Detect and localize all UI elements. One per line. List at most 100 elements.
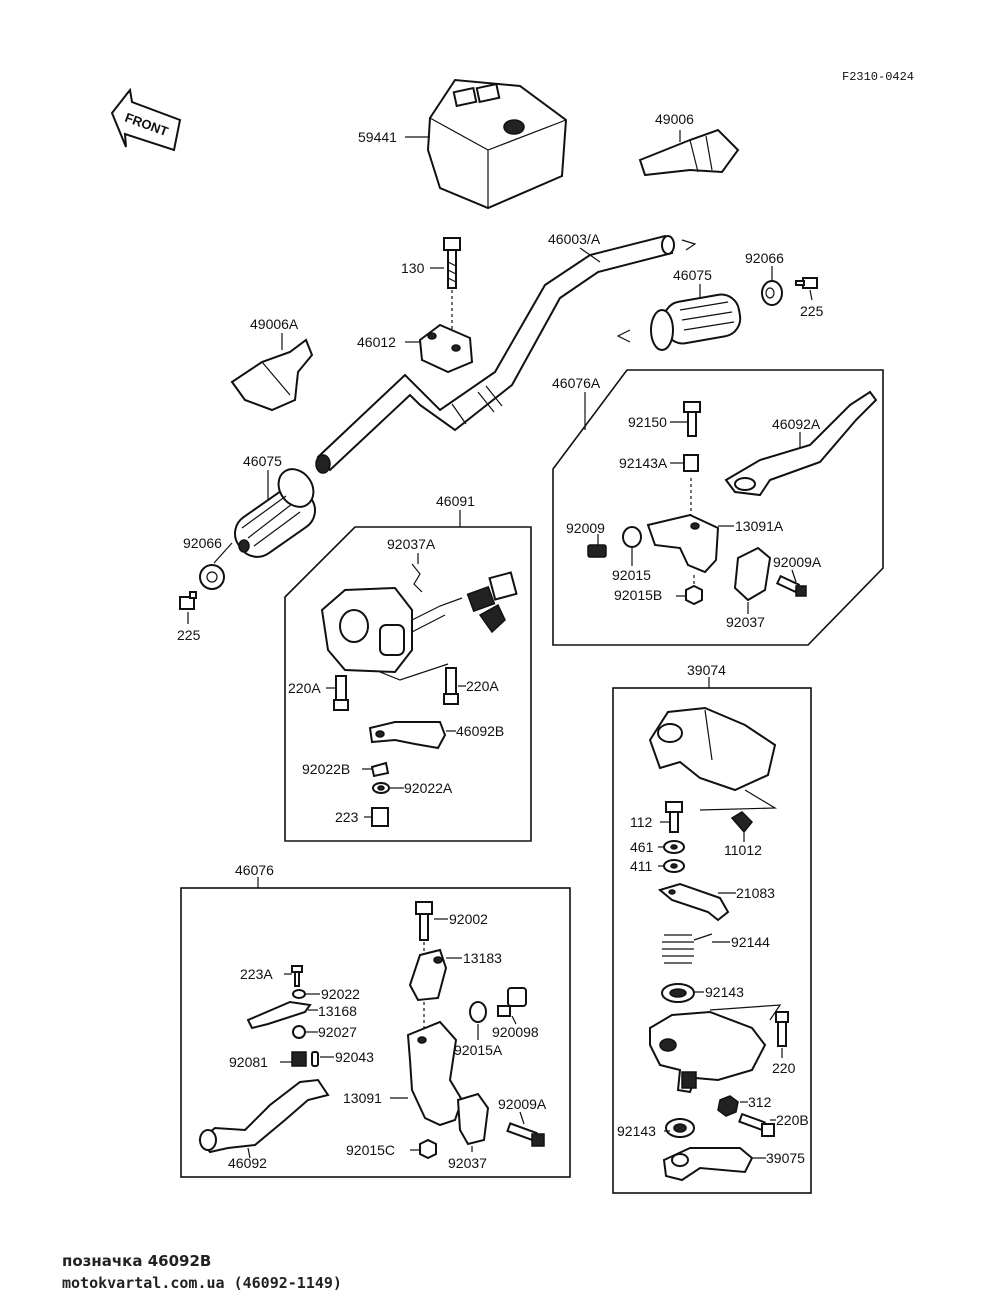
- label-92022A: 92022A: [404, 780, 453, 796]
- label-92022B: 92022B: [302, 761, 350, 777]
- label-112: 112: [630, 814, 653, 830]
- label-39075: 39075: [766, 1150, 805, 1166]
- bolt-92009A-lower: [506, 1122, 545, 1147]
- label-920098: 920098: [492, 1024, 539, 1040]
- label-92027: 92027: [318, 1024, 357, 1040]
- screw-225-right: [795, 277, 818, 289]
- clutch-body-13091: [406, 1020, 464, 1127]
- label-13168: 13168: [318, 1003, 357, 1019]
- label-92009: 92009: [566, 520, 605, 536]
- label-13183: 13183: [463, 950, 502, 966]
- washer-411: [663, 859, 685, 873]
- label-92022: 92022: [321, 986, 360, 1002]
- nut-92015B: [685, 584, 703, 606]
- assembly-box-46091: [284, 526, 532, 842]
- label-223A: 223A: [240, 966, 273, 982]
- grip-46075-right: [650, 293, 742, 351]
- label-46091: 46091: [436, 493, 475, 509]
- nut-312: [717, 1095, 739, 1117]
- label-46092A: 46092A: [772, 416, 821, 432]
- cable-guide-39075: [662, 1147, 754, 1182]
- bolt-92150: [683, 401, 701, 437]
- label-59441: 59441: [358, 129, 397, 145]
- pin-92043: [311, 1051, 319, 1067]
- label-46092B: 46092B: [456, 723, 504, 739]
- pulley-arm-21083: [657, 882, 730, 922]
- label-13091A: 13091A: [735, 518, 784, 534]
- bolt-130: [443, 237, 461, 289]
- clamp-92037: [733, 546, 772, 602]
- label-92037-lower: 92037: [448, 1155, 487, 1171]
- label-130: 130: [401, 260, 425, 276]
- cap-92143A: [683, 454, 699, 472]
- label-220A-left: 220A: [288, 680, 321, 696]
- bracket-13183: [408, 948, 448, 1002]
- screw-220A-right: [443, 667, 459, 705]
- label-92037A: 92037A: [387, 536, 436, 552]
- label-225-right: 225: [800, 303, 824, 319]
- label-92037: 92037: [726, 614, 765, 630]
- weight-92066-left: [199, 564, 225, 590]
- bolt-92009A: [775, 574, 807, 597]
- weight-92066-right: [761, 280, 783, 306]
- screw-220B: [738, 1112, 775, 1137]
- master-body-13091A: [646, 513, 720, 574]
- label-39074: 39074: [687, 662, 726, 678]
- caption-source: motokvartal.com.ua (46092-1149): [62, 1274, 342, 1292]
- label-92081: 92081: [229, 1054, 268, 1070]
- lever-46092: [198, 1078, 330, 1154]
- holder-46012: [418, 323, 474, 374]
- label-92015B: 92015B: [614, 587, 662, 603]
- screw-225-left: [179, 591, 197, 610]
- switch-cover-59441: [426, 78, 568, 210]
- label-92009A-lower: 92009A: [498, 1096, 547, 1112]
- label-92002: 92002: [449, 911, 488, 927]
- screw-92009: [587, 544, 607, 558]
- label-92066-right: 92066: [745, 250, 784, 266]
- screw-223A: [291, 965, 303, 987]
- screw-220A-left: [333, 675, 349, 711]
- bushing-92143-lower: [665, 1118, 695, 1138]
- label-13091: 13091: [343, 1090, 382, 1106]
- label-46076: 46076: [235, 862, 274, 878]
- diagram-code: F2310-0424: [842, 70, 914, 84]
- label-220B: 220B: [776, 1112, 809, 1128]
- label-49006: 49006: [655, 111, 694, 127]
- grip-end-49006: [638, 128, 740, 177]
- screw-220: [775, 1011, 789, 1047]
- label-46012: 46012: [357, 334, 396, 350]
- connector-plug: [466, 571, 518, 634]
- label-312: 312: [748, 1094, 772, 1110]
- label-92015A: 92015A: [454, 1042, 503, 1058]
- bolt-92002: [415, 901, 433, 941]
- washer-461: [663, 840, 685, 854]
- grip-end-49006A: [230, 338, 314, 412]
- throttle-cover: [648, 706, 777, 792]
- washer-92022: [292, 989, 306, 999]
- label-220A-right: 220A: [466, 678, 499, 694]
- clip-11012: [730, 811, 754, 834]
- clamp-92037-lower: [456, 1092, 490, 1146]
- label-92143A: 92143A: [619, 455, 668, 471]
- caption-part-mark: позначка 46092B: [62, 1252, 212, 1270]
- label-92015: 92015: [612, 567, 651, 583]
- pin-92027: [292, 1025, 306, 1039]
- washer-92022A: [372, 782, 390, 794]
- clip-92037A: [411, 563, 423, 593]
- label-49006A: 49006A: [250, 316, 299, 332]
- label-92015C: 92015C: [346, 1142, 395, 1158]
- label-92043: 92043: [335, 1049, 374, 1065]
- label-223: 223: [335, 809, 359, 825]
- label-92143: 92143: [705, 984, 744, 1000]
- assembly-box-46076A: [552, 369, 884, 646]
- label-46075-right: 46075: [673, 267, 712, 283]
- screw-920098: [497, 987, 527, 1017]
- nut-92081: [291, 1051, 307, 1067]
- screw-112: [665, 801, 683, 833]
- front-arrow-icon: FRONT: [110, 87, 182, 152]
- label-46092: 46092: [228, 1155, 267, 1171]
- nut-92022B: [370, 761, 390, 778]
- label-21083: 21083: [736, 885, 775, 901]
- throttle-housing: [649, 1010, 767, 1094]
